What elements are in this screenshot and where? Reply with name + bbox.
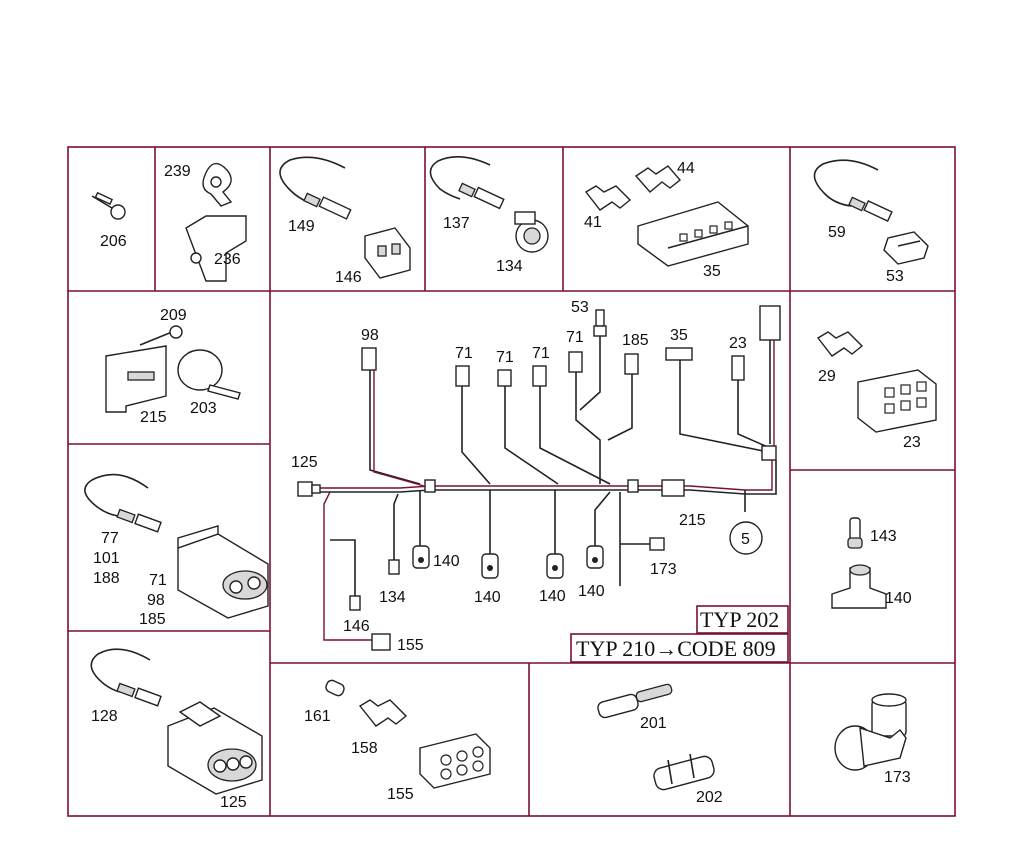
label-185: 185	[139, 611, 166, 628]
grid-frame	[67, 146, 956, 817]
label-143: 143	[870, 528, 897, 545]
connector-71-98-185-icon	[177, 525, 269, 619]
pigtail-77-icon	[84, 473, 162, 533]
clip-239-icon	[202, 162, 233, 207]
pigtail-59-icon	[813, 159, 893, 222]
connector-23-icon	[857, 369, 937, 433]
pin-143-icon	[847, 517, 863, 549]
typ-210-code-809-label: TYP 210→CODE 809	[576, 636, 776, 661]
bolt-206-icon	[91, 191, 126, 220]
terminal-41-icon	[584, 185, 632, 211]
label-155: 155	[387, 786, 414, 803]
label-134: 134	[496, 258, 523, 275]
label-41: 41	[584, 214, 602, 231]
label-188: 188	[93, 570, 120, 587]
label-98: 98	[147, 592, 165, 609]
connector-155-icon	[419, 733, 491, 789]
part-labels: 206 239 236 149 146 137 134 44 41 35 59 …	[91, 160, 921, 811]
label-149: 149	[288, 218, 315, 235]
harness-label-146: 146	[343, 618, 370, 635]
connector-134-icon	[514, 211, 549, 253]
label-239: 239	[164, 163, 191, 180]
harness-label-140-b: 140	[474, 589, 501, 606]
harness-label-140-a: 140	[433, 553, 460, 570]
label-101: 101	[93, 550, 120, 567]
harness-label-71-d: 71	[566, 329, 584, 346]
socket-202-icon	[653, 753, 715, 791]
harness-label-125: 125	[291, 454, 318, 471]
pigtail-149-icon	[279, 156, 352, 220]
terminal-29-icon	[816, 331, 864, 357]
label-215: 215	[140, 409, 167, 426]
socket-201-icon	[597, 683, 673, 719]
label-53: 53	[886, 268, 904, 285]
harness-label-134: 134	[379, 589, 406, 606]
label-201: 201	[640, 715, 667, 732]
connector-35-icon	[637, 201, 749, 267]
screw-209-icon	[139, 325, 183, 346]
pigtail-137-icon	[429, 156, 505, 210]
label-71: 71	[149, 572, 167, 589]
label-44: 44	[677, 160, 695, 177]
label-137: 137	[443, 215, 470, 232]
plug-161-icon	[325, 679, 345, 697]
label-203: 203	[190, 400, 217, 417]
bracket-215-icon	[105, 345, 167, 413]
pigtail-128-icon	[90, 648, 162, 707]
label-29: 29	[818, 368, 836, 385]
harness-label-155: 155	[397, 637, 424, 654]
label-146: 146	[335, 269, 362, 286]
label-140: 140	[885, 590, 912, 607]
connector-146-icon	[364, 227, 411, 279]
harness-label-71-b: 71	[496, 349, 514, 366]
label-125: 125	[220, 794, 247, 811]
label-209: 209	[160, 307, 187, 324]
harness-label-5: 5	[741, 531, 750, 548]
harness-label-71-c: 71	[532, 345, 550, 362]
bracket-236-icon	[185, 215, 247, 282]
harness-label-53: 53	[571, 299, 589, 316]
typ-202-label: TYP 202	[700, 607, 779, 632]
harness-label-23: 23	[729, 335, 747, 352]
elbow-plug-173-icon	[834, 693, 907, 771]
label-128: 128	[91, 708, 118, 725]
harness-label-173: 173	[650, 561, 677, 578]
connector-140-icon	[831, 564, 887, 609]
label-59: 59	[828, 224, 846, 241]
terminal-44-icon	[634, 165, 682, 193]
label-202: 202	[696, 789, 723, 806]
label-77: 77	[101, 530, 119, 547]
label-236: 236	[214, 251, 241, 268]
wiring-harness	[297, 305, 781, 651]
connector-53-icon	[883, 231, 929, 265]
harness-label-215: 215	[679, 512, 706, 529]
label-206: 206	[100, 233, 127, 250]
harness-label-185: 185	[622, 332, 649, 349]
cable-tie-203-icon	[177, 349, 241, 400]
harness-label-71-a: 71	[455, 345, 473, 362]
label-35: 35	[703, 263, 721, 280]
label-173: 173	[884, 769, 911, 786]
harness-label-98: 98	[361, 327, 379, 344]
harness-label-140-c: 140	[539, 588, 566, 605]
label-158: 158	[351, 740, 378, 757]
connector-125-icon	[167, 701, 263, 795]
label-23: 23	[903, 434, 921, 451]
harness-label-140-d: 140	[578, 583, 605, 600]
harness-label-35: 35	[670, 327, 688, 344]
terminal-158-icon	[358, 699, 408, 727]
label-161: 161	[304, 708, 331, 725]
